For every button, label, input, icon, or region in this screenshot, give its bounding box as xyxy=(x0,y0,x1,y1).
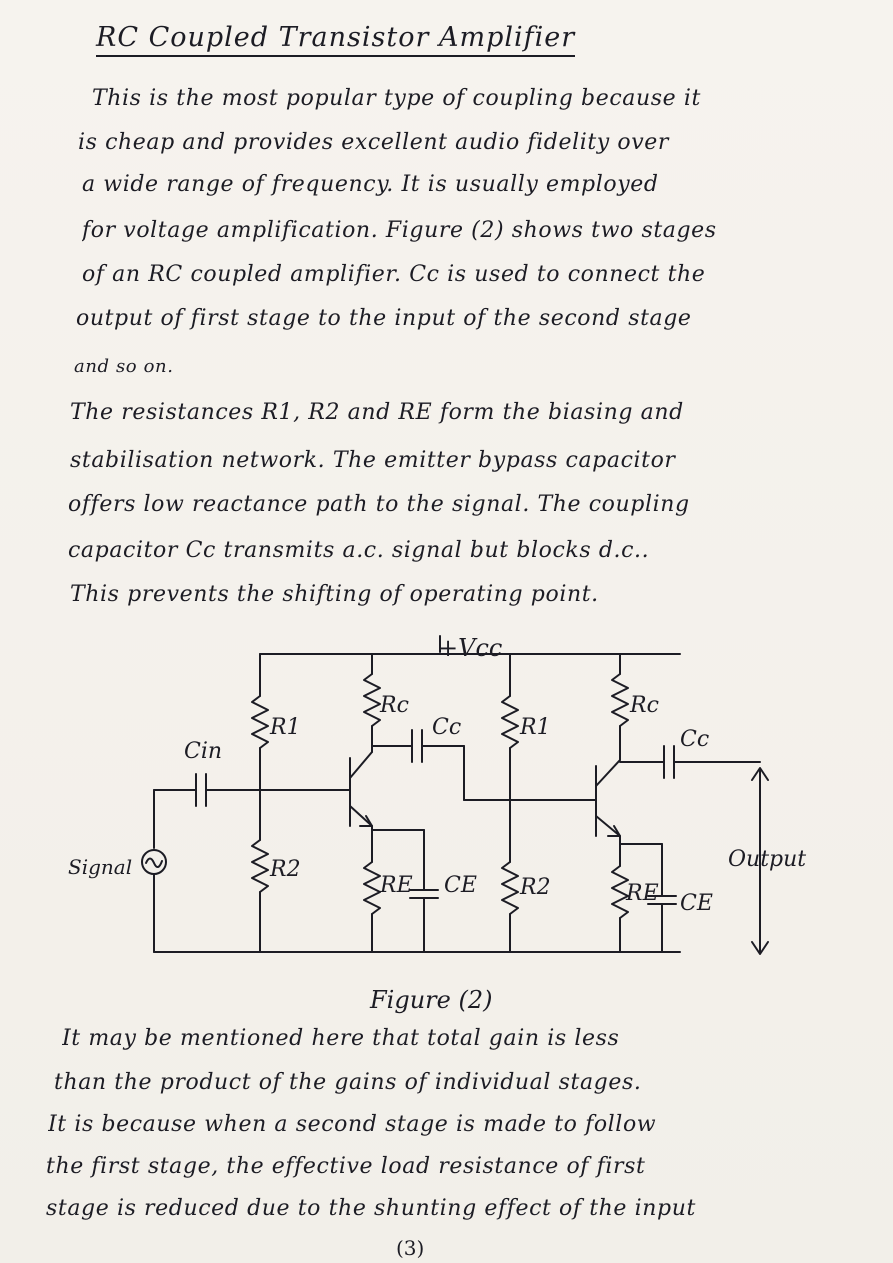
paragraph-3-line-1: It may be mentioned here that total gain… xyxy=(62,1026,620,1051)
paragraph-1-line-7: and so on. xyxy=(74,356,174,377)
vcc-label: +Vcc xyxy=(438,634,502,662)
paragraph-2-line-1: The resistances R1, R2 and RE form the b… xyxy=(70,400,684,425)
paragraph-3-line-2: than the product of the gains of individ… xyxy=(54,1070,642,1095)
transistor-a-collector xyxy=(349,751,373,779)
cca-label: Cc xyxy=(432,715,461,740)
r1a-label: R1 xyxy=(269,715,301,740)
r1b-resistor xyxy=(501,695,519,749)
rcb-label: Rc xyxy=(629,693,659,718)
paragraph-3-line-3: It is because when a second stage is mad… xyxy=(48,1112,657,1137)
page-number: (3) xyxy=(396,1236,425,1260)
re-b-resistor xyxy=(611,865,629,919)
transistor-b-collector xyxy=(595,759,621,787)
re-b-label: RE xyxy=(625,881,659,906)
ce-b-label: CE xyxy=(680,891,713,916)
paragraph-3-line-5: stage is reduced due to the shunting eff… xyxy=(46,1196,696,1221)
rca-label: Rc xyxy=(379,693,409,718)
paragraph-3-line-4: the first stage, the effective load resi… xyxy=(46,1154,646,1179)
ccb-label: Cc xyxy=(680,727,709,752)
paragraph-1-line-5: of an RC coupled amplifier. Cc is used t… xyxy=(82,262,706,287)
output-arrow-up-icon xyxy=(751,767,769,781)
re-a-resistor xyxy=(363,861,381,915)
paragraph-2-line-3: offers low reactance path to the signal.… xyxy=(68,492,690,517)
figure-caption: Figure (2) xyxy=(370,986,493,1014)
re-a-label: RE xyxy=(379,873,413,898)
rcb-resistor xyxy=(611,673,629,727)
r2a-label: R2 xyxy=(269,857,301,882)
sine-wave-icon xyxy=(145,857,163,868)
paragraph-1-line-1: This is the most popular type of couplin… xyxy=(92,86,701,111)
paragraph-1-line-6: output of first stage to the input of th… xyxy=(76,306,692,331)
r2b-resistor xyxy=(501,861,519,915)
r2a-resistor xyxy=(251,839,269,893)
cin-label: Cin xyxy=(184,739,222,764)
transistor-b-emitter xyxy=(595,815,621,837)
r1b-label: R1 xyxy=(519,715,551,740)
ce-a-label: CE xyxy=(444,873,477,898)
r2b-label: R2 xyxy=(519,875,551,900)
paragraph-1-line-2: is cheap and provides excellent audio fi… xyxy=(78,130,670,155)
rc-coupled-amplifier-circuit: +Vcc R1 Cin Signal R2 R xyxy=(68,634,806,955)
paragraph-2-line-4: capacitor Cc transmits a.c. signal but b… xyxy=(68,538,650,563)
signal-label: Signal xyxy=(68,855,132,879)
page-title: RC Coupled Transistor Amplifier xyxy=(96,22,576,57)
paragraph-1-line-3: a wide range of frequency. It is usually… xyxy=(82,172,659,197)
rca-resistor xyxy=(363,673,381,727)
output-label: Output xyxy=(728,847,806,872)
r1a-resistor xyxy=(251,695,269,749)
transistor-a-emitter xyxy=(349,805,373,827)
output-arrow-down-icon xyxy=(751,941,769,955)
paragraph-2-line-2: stabilisation network. The emitter bypas… xyxy=(70,448,676,473)
paragraph-1-line-4: for voltage amplification. Figure (2) sh… xyxy=(82,218,717,243)
paragraph-2-line-5: This prevents the shifting of operating … xyxy=(70,582,599,607)
